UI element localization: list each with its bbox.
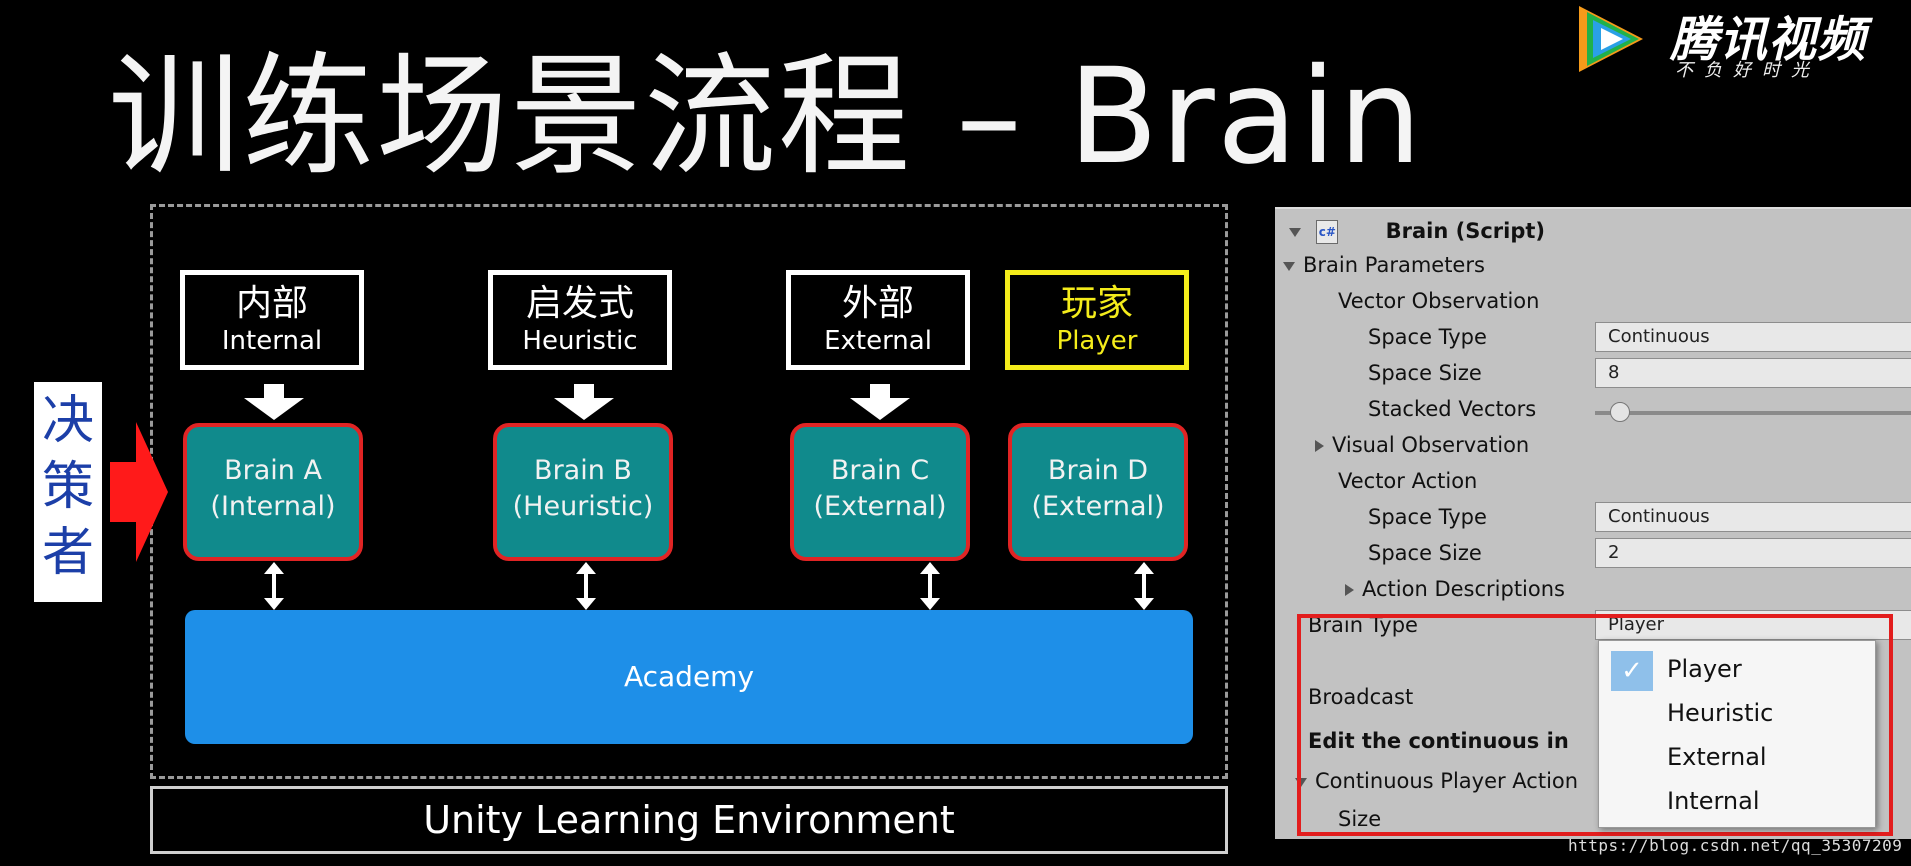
bidirectional-arrow-icon: [576, 562, 596, 610]
brain-name: Brain C: [830, 455, 930, 486]
brain-d: Brain D (External): [1008, 423, 1188, 561]
visual-observation-label: Visual Observation: [1332, 433, 1530, 457]
brain-name: Brain A: [224, 455, 322, 486]
decider-label: 决策者: [34, 382, 102, 602]
fold-closed-icon[interactable]: [1315, 440, 1324, 452]
fold-open-icon[interactable]: [1295, 777, 1307, 787]
slider-handle[interactable]: [1610, 402, 1630, 422]
brain-c: Brain C (External): [790, 423, 970, 561]
fold-open-icon[interactable]: [1283, 261, 1295, 271]
bidirectional-arrow-icon: [920, 562, 940, 610]
fold-closed-icon[interactable]: [1345, 584, 1354, 596]
brain-parameters-foldout[interactable]: Brain Parameters: [1283, 253, 1485, 277]
visual-observation-foldout[interactable]: Visual Observation: [1315, 433, 1529, 457]
act-space-size-field[interactable]: 2: [1595, 538, 1911, 568]
brain-type: (Heuristic): [512, 491, 654, 522]
brain-a: Brain A (Internal): [183, 423, 363, 561]
obs-space-type-select[interactable]: Continuous: [1595, 322, 1911, 352]
brain-type: (External): [813, 491, 947, 522]
source-player: 玩家 Player: [1005, 270, 1189, 370]
bidirectional-arrow-icon: [1134, 562, 1154, 610]
academy-box: Academy: [185, 610, 1193, 744]
highlight-box: [1297, 614, 1893, 836]
component-header[interactable]: c# Brain (Script): [1289, 219, 1545, 244]
play-logo-icon: [1579, 6, 1643, 72]
action-descriptions-label: Action Descriptions: [1362, 577, 1565, 601]
fold-open-icon[interactable]: [1289, 227, 1301, 237]
logo-name: 腾讯视频: [1670, 12, 1867, 68]
act-space-type-label: Space Type: [1368, 505, 1487, 529]
source-external: 外部 External: [786, 270, 970, 370]
right-arrow-icon: [110, 422, 168, 562]
brain-name: Brain B: [534, 455, 632, 486]
unity-learning-environment: Unity Learning Environment: [150, 786, 1228, 854]
source-cn: 玩家: [1060, 283, 1133, 324]
brain-type: (External): [1031, 491, 1165, 522]
unity-inspector-panel: c# Brain (Script) Brain Parameters Vecto…: [1275, 207, 1911, 839]
source-cn: 外部: [841, 283, 914, 324]
source-internal: 内部 Internal: [180, 270, 364, 370]
vector-observation-label: Vector Observation: [1338, 289, 1540, 313]
dropdown-option-internal[interactable]: Internal: [1667, 787, 1760, 815]
stacked-vectors-label: Stacked Vectors: [1368, 397, 1537, 421]
logo-slogan: 不负好时光: [1675, 60, 1820, 81]
source-cn: 启发式: [525, 283, 634, 324]
dropdown-option-player[interactable]: Player: [1667, 655, 1742, 683]
broadcast-label: Broadcast: [1308, 685, 1414, 709]
act-space-size-label: Space Size: [1368, 541, 1482, 565]
brain-parameters-label: Brain Parameters: [1303, 253, 1485, 277]
dropdown-option-heuristic[interactable]: Heuristic: [1667, 699, 1774, 727]
vector-action-label: Vector Action: [1338, 469, 1478, 493]
watermark-url: https://blog.csdn.net/qq_35307209: [1568, 836, 1903, 855]
continuous-player-actions-label: Continuous Player Action: [1315, 769, 1579, 793]
source-en: External: [824, 326, 932, 356]
size-label: Size: [1338, 807, 1382, 831]
source-en: Internal: [221, 326, 323, 356]
brain-name: Brain D: [1047, 455, 1149, 486]
source-cn: 内部: [235, 283, 308, 324]
obs-space-size-field[interactable]: 8: [1595, 358, 1911, 388]
stacked-vectors-slider[interactable]: [1595, 411, 1911, 415]
source-heuristic: 启发式 Heuristic: [488, 270, 672, 370]
script-icon: c#: [1316, 220, 1339, 244]
brain-type-dropdown: ✓ Player Heuristic External Internal: [1598, 640, 1876, 828]
bidirectional-arrow-icon: [264, 562, 284, 610]
edit-hint-text: Edit the continuous in: [1308, 729, 1569, 753]
brain-type: (Internal): [210, 491, 336, 522]
tencent-video-logo: 腾讯视频 不负好时光: [1565, 0, 1911, 82]
obs-space-size-label: Space Size: [1368, 361, 1482, 385]
obs-space-type-label: Space Type: [1368, 325, 1487, 349]
continuous-player-actions-foldout[interactable]: Continuous Player Action: [1295, 769, 1578, 793]
act-space-type-select[interactable]: Continuous: [1595, 502, 1911, 532]
action-descriptions-foldout[interactable]: Action Descriptions: [1345, 577, 1565, 601]
brain-b: Brain B (Heuristic): [493, 423, 673, 561]
component-title: Brain (Script): [1385, 219, 1546, 243]
source-en: Player: [1056, 326, 1138, 356]
source-en: Heuristic: [522, 326, 638, 356]
page-title: 训练场景流程 – Brain: [108, 40, 1424, 194]
dropdown-option-external[interactable]: External: [1667, 743, 1767, 771]
check-icon: ✓: [1611, 651, 1653, 691]
